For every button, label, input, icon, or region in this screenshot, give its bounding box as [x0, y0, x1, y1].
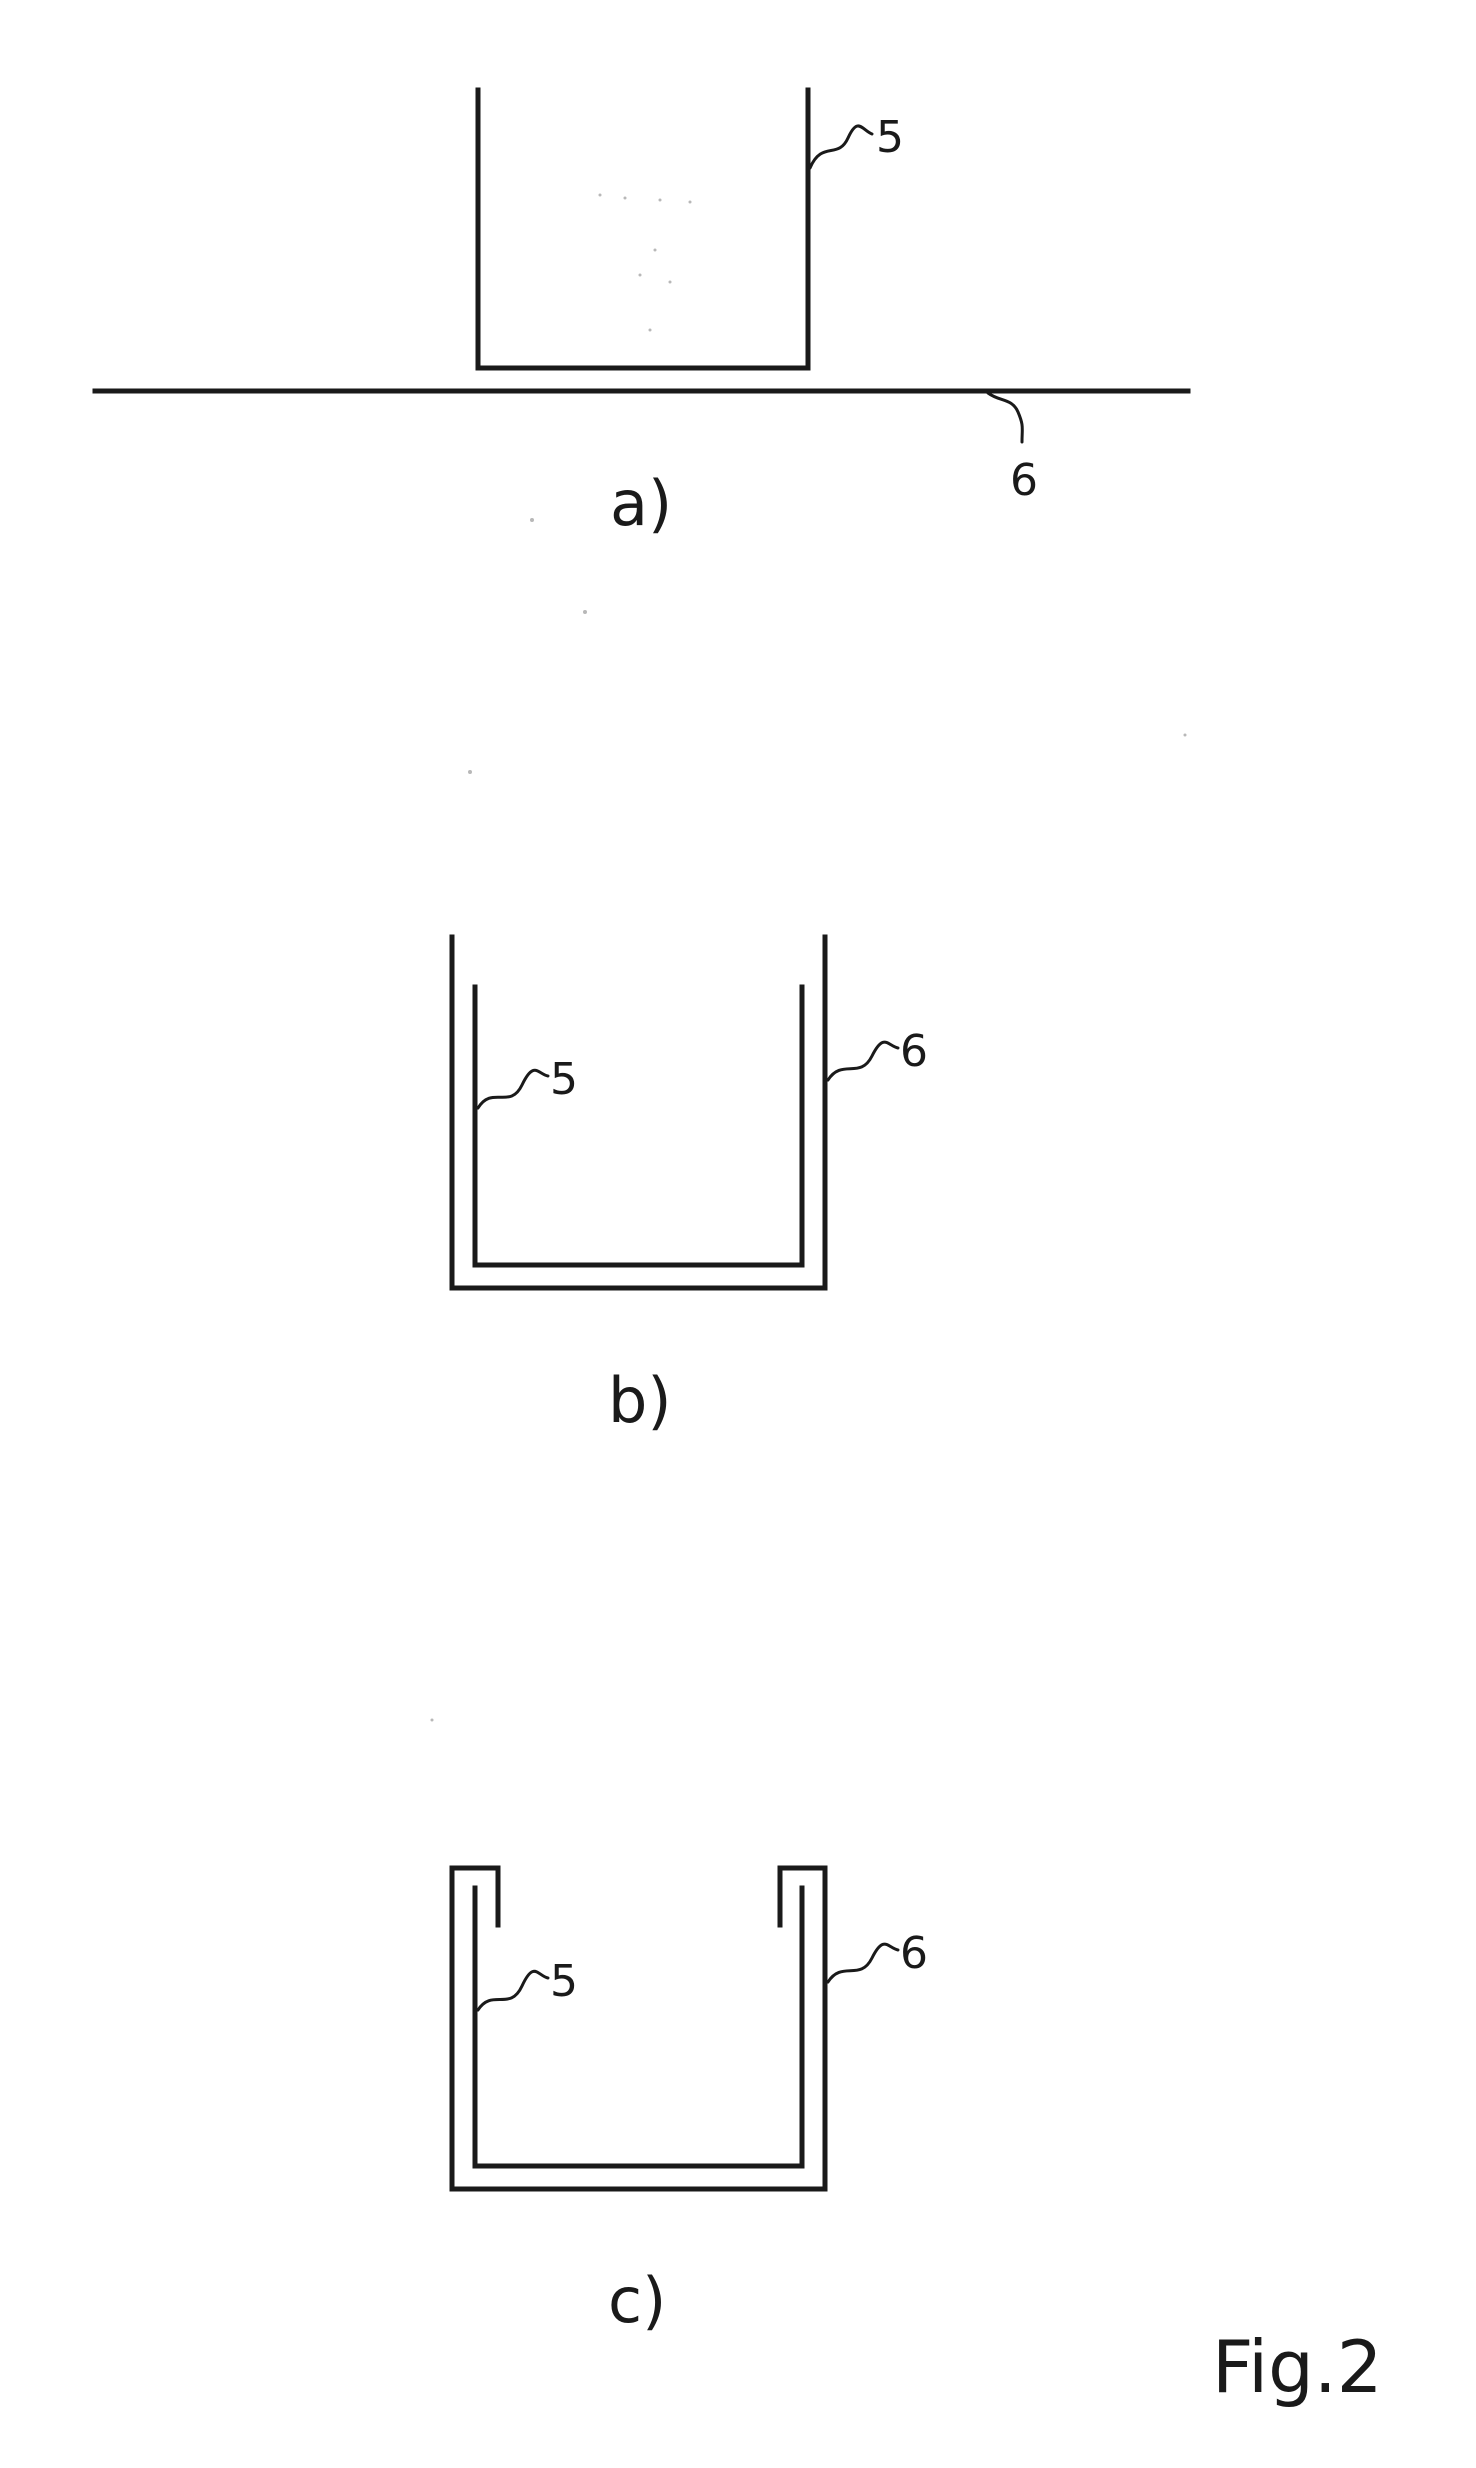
- ref-5-c: 5: [550, 1956, 578, 2007]
- panel-b: 5 6 b): [452, 937, 928, 1437]
- leader-6-c: [828, 1944, 898, 1982]
- figure-label: Fig.2: [1212, 2325, 1383, 2409]
- leader-6-b: [828, 1042, 898, 1080]
- subfigure-label-a: a): [610, 467, 672, 540]
- leader-5-a: [810, 126, 872, 168]
- leader-5-b: [478, 1070, 548, 1108]
- liner-6-c: [452, 1868, 825, 2189]
- leader-5-c: [478, 1971, 548, 2010]
- liner-6-b: [452, 937, 825, 1288]
- container-5-b: [475, 987, 802, 1265]
- leader-6-a: [988, 393, 1022, 442]
- scan-specks: [431, 194, 1187, 1722]
- subfigure-label-c: c): [608, 2264, 666, 2337]
- panel-a: 5 6 a): [95, 90, 1188, 540]
- subfigure-label-b: b): [608, 1364, 672, 1437]
- ref-6-a: 6: [1010, 455, 1038, 506]
- panel-c: 5 6 c): [452, 1868, 928, 2337]
- ref-6-c: 6: [900, 1928, 928, 1979]
- ref-5-a: 5: [876, 112, 904, 163]
- container-5-c: [475, 1888, 802, 2166]
- ref-5-b: 5: [550, 1054, 578, 1105]
- ref-6-b: 6: [900, 1026, 928, 1077]
- container-5-a: [478, 90, 808, 368]
